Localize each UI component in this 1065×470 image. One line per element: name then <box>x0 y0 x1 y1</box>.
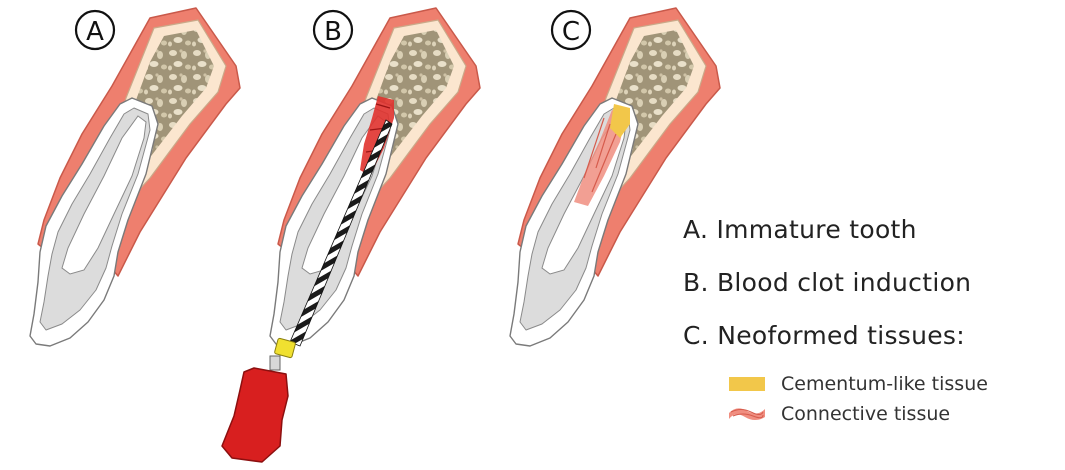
file-handle <box>222 368 288 462</box>
connective-swatch <box>727 403 767 425</box>
cementum-swatch <box>729 377 765 391</box>
legend-connective-label: Connective tissue <box>781 399 950 429</box>
legend-subitem-connective: Connective tissue <box>683 399 971 429</box>
svg-text:A: A <box>86 17 104 47</box>
svg-text:B: B <box>324 17 342 47</box>
svg-text:C: C <box>562 17 580 47</box>
legend-item-immature-tooth: A. Immature tooth <box>683 210 971 263</box>
legend-cementum-label: Cementum-like tissue <box>781 369 988 399</box>
legend: A. Immature tooth B. Blood clot inductio… <box>683 210 971 429</box>
panel-a: A <box>30 8 240 346</box>
panel-c-badge: C <box>552 11 590 49</box>
legend-item-neoformed-tissues: C. Neoformed tissues: <box>683 316 971 369</box>
panel-b: B <box>222 8 480 462</box>
legend-subitem-cementum: Cementum-like tissue <box>683 369 971 399</box>
panel-a-badge: A <box>76 11 114 49</box>
legend-item-blood-clot-induction: B. Blood clot induction <box>683 263 971 316</box>
panel-b-badge: B <box>314 11 352 49</box>
